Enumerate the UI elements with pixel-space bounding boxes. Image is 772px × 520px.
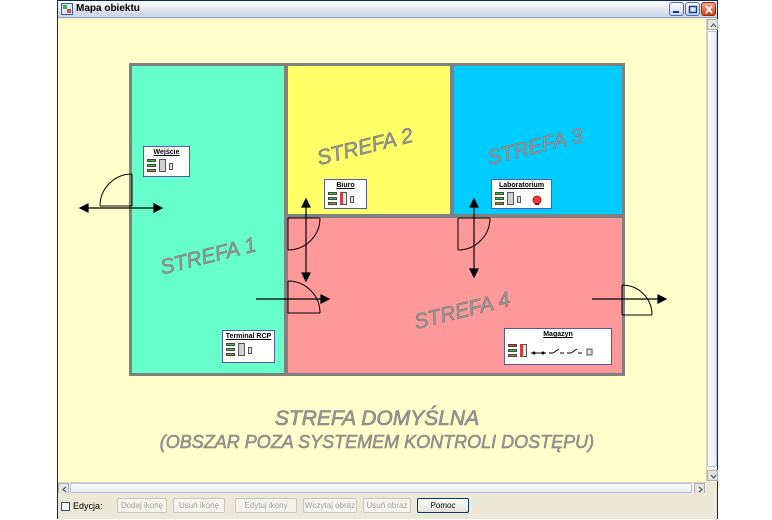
map-window-icon xyxy=(61,3,73,15)
door-icon xyxy=(507,192,514,205)
map-window: Mapa obiektu STREFA 1 STREFA 2 STREFA 3 … xyxy=(57,0,718,519)
scrollbar-corner xyxy=(706,482,717,493)
led-green-icon xyxy=(147,159,156,162)
chevron-left-icon xyxy=(61,486,67,493)
led-red-icon xyxy=(508,344,517,347)
edit-icons-button[interactable]: Edytuj ikony xyxy=(235,498,297,513)
load-image-button[interactable]: Wczytaj obraz xyxy=(303,498,357,513)
led-green-icon xyxy=(495,197,504,200)
help-button[interactable]: Pomoc xyxy=(417,498,469,513)
passage-arrow-zone3-zone4 xyxy=(469,197,479,279)
led-olive-icon xyxy=(495,202,504,205)
title-bar[interactable]: Mapa obiektu xyxy=(58,1,717,18)
door-icon xyxy=(159,159,166,172)
led-olive-icon xyxy=(147,169,156,172)
door-icon xyxy=(238,343,245,356)
open-door-icon xyxy=(520,344,527,357)
exit-arrow-zone4 xyxy=(592,294,668,304)
device-magazyn[interactable]: Magazyn xyxy=(504,328,612,365)
maximize-icon xyxy=(688,5,698,14)
scroll-up-button[interactable] xyxy=(707,19,718,30)
passage-arrow-zone2-zone4 xyxy=(301,197,311,283)
horizontal-scroll-thumb[interactable] xyxy=(70,483,692,493)
device-biuro[interactable]: Biuro xyxy=(324,179,367,209)
exit-door-zone4[interactable] xyxy=(621,284,653,316)
alarm-icon xyxy=(532,195,542,205)
floor-plan: STREFA 1 STREFA 2 STREFA 3 STREFA 4 STRE… xyxy=(78,63,668,452)
open-door-icon xyxy=(340,192,347,205)
window-title: Mapa obiektu xyxy=(76,3,140,14)
led-green-icon xyxy=(508,349,517,352)
led-olive-icon xyxy=(508,354,517,357)
remove-icon-button[interactable]: Usuń ikonę xyxy=(173,498,225,513)
led-green-icon xyxy=(147,164,156,167)
minimize-button[interactable] xyxy=(669,2,684,16)
maximize-button[interactable] xyxy=(685,2,700,16)
device-terminal-rcp[interactable]: Terminal RCP xyxy=(222,330,275,363)
door-zone1-zone4[interactable] xyxy=(287,280,321,314)
device-laboratorium-label: Laboratorium xyxy=(498,182,545,189)
card-reader-icon xyxy=(169,163,173,170)
zone-1-area[interactable] xyxy=(132,66,284,373)
led-green-icon xyxy=(328,197,337,200)
close-icon xyxy=(705,5,713,14)
led-green-icon xyxy=(226,343,235,346)
led-green-icon xyxy=(328,192,337,195)
chevron-down-icon xyxy=(710,474,717,480)
card-reader-icon xyxy=(350,196,354,203)
chevron-up-icon xyxy=(710,22,717,28)
device-wejscie-label: Wejście xyxy=(153,149,180,156)
card-reader-icon xyxy=(517,196,521,203)
zone-2-area[interactable] xyxy=(288,66,450,214)
door-zone2-zone4[interactable] xyxy=(287,217,321,251)
scroll-down-button[interactable] xyxy=(707,470,718,481)
device-laboratorium[interactable]: Laboratorium xyxy=(491,179,552,209)
device-biuro-label: Biuro xyxy=(336,182,355,189)
edit-mode-checkbox[interactable] xyxy=(61,502,70,511)
led-olive-icon xyxy=(226,353,235,356)
passage-arrow-zone1-zone4 xyxy=(256,294,331,304)
horizontal-scrollbar[interactable] xyxy=(58,482,706,494)
vertical-scrollbar[interactable] xyxy=(706,19,718,482)
bottom-toolbar: Edycja: Dodaj ikonę Usuń ikonę Edytuj ik… xyxy=(58,493,717,519)
entrance-arrow xyxy=(78,203,164,213)
led-olive-icon xyxy=(328,202,337,205)
entrance-door[interactable] xyxy=(99,173,133,207)
device-terminal-rcp-label: Terminal RCP xyxy=(225,333,272,340)
led-green-icon xyxy=(495,192,504,195)
vertical-scroll-thumb[interactable] xyxy=(707,31,717,467)
default-zone-title: STREFA DOMYŚLNA xyxy=(275,406,479,430)
close-button[interactable] xyxy=(701,2,716,16)
edit-mode-label: Edycja: xyxy=(73,501,103,511)
inputs-chain-icon xyxy=(531,348,593,356)
map-canvas[interactable]: STREFA 1 STREFA 2 STREFA 3 STREFA 4 STRE… xyxy=(58,19,706,482)
chevron-right-icon xyxy=(698,486,704,493)
remove-image-button[interactable]: Usuń obraz xyxy=(363,498,411,513)
device-wejscie[interactable]: Wejście xyxy=(143,146,190,177)
minimize-icon xyxy=(673,11,679,13)
device-magazyn-label: Magazyn xyxy=(543,331,573,338)
default-zone-subtitle: (OBSZAR POZA SYSTEMEM KONTROLI DOSTĘPU) xyxy=(160,432,594,452)
led-green-icon xyxy=(226,348,235,351)
add-icon-button[interactable]: Dodaj ikonę xyxy=(117,498,167,513)
card-reader-icon xyxy=(248,347,252,354)
